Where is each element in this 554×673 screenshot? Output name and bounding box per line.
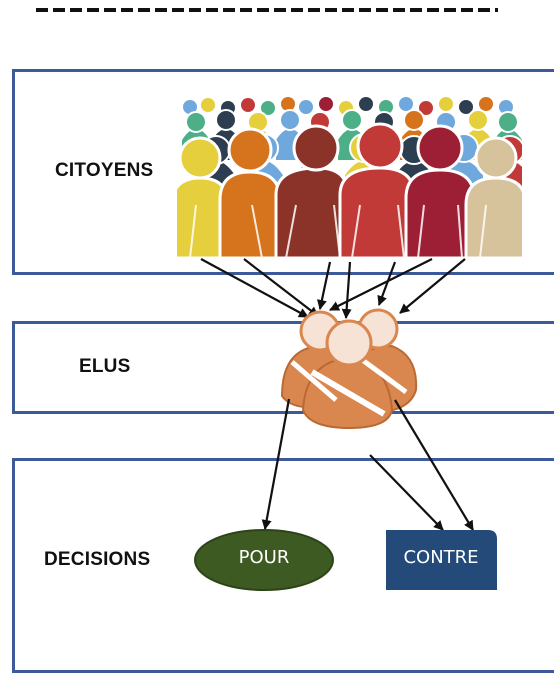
elus-to-decisions-arrows bbox=[261, 398, 474, 531]
group-of-three-people-icon bbox=[280, 308, 418, 430]
elus-label: ELUS bbox=[79, 356, 131, 377]
pour-ellipse bbox=[194, 529, 334, 591]
citizen-to-elus-arrows bbox=[200, 258, 466, 319]
decisions-label: DECISIONS bbox=[44, 549, 151, 570]
pour-label: POUR bbox=[238, 547, 290, 568]
contre-box bbox=[386, 530, 497, 590]
contre-label: CONTRE bbox=[403, 547, 479, 568]
top-dashed-rule bbox=[36, 8, 498, 12]
crowd-illustration bbox=[177, 97, 522, 258]
citoyens-label: CITOYENS bbox=[55, 160, 154, 181]
